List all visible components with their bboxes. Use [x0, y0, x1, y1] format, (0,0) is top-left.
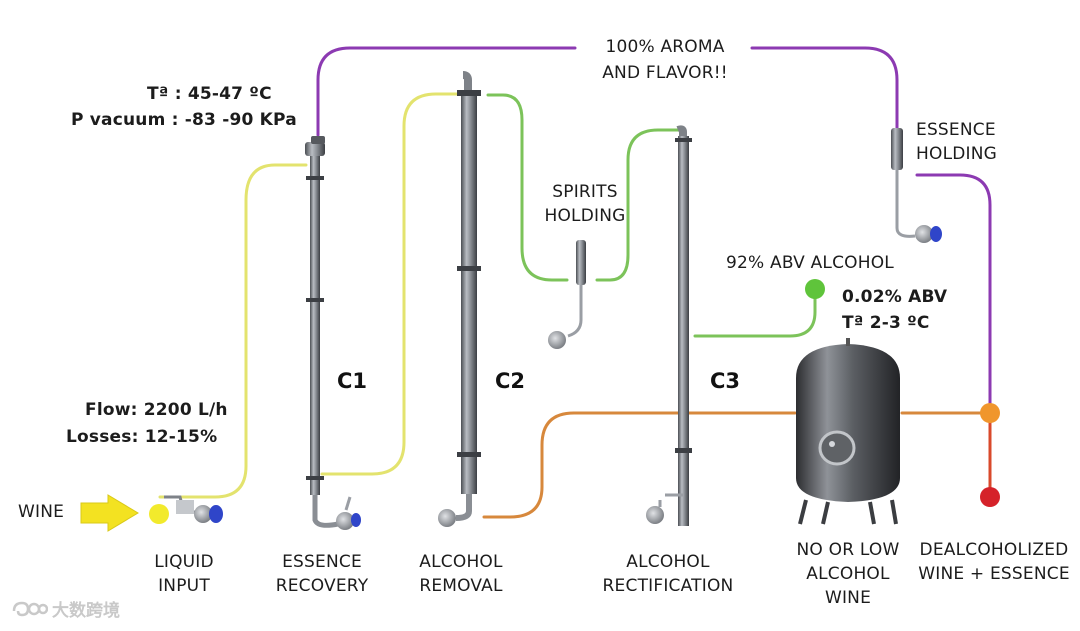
product-output-node: [980, 487, 1000, 507]
alcohol-output-line: [693, 290, 817, 338]
watermark-text: 大数跨境: [52, 601, 120, 621]
essence-holding-line-1: ESSENCE: [916, 120, 996, 140]
stage-line: WINE + ESSENCE: [918, 564, 1070, 584]
aroma-note: 100% AROMA AND FLAVOR!!: [585, 34, 745, 86]
stage-liquid-input: LIQUID INPUT: [124, 550, 244, 598]
spirits-holding-line-1: SPIRITS: [552, 182, 618, 202]
spirits-to-c3-line: [595, 128, 682, 282]
column-c2: [438, 71, 481, 527]
column-c1: [305, 136, 361, 530]
c1-to-c2-line: [320, 92, 462, 476]
column-c3: [646, 125, 692, 526]
stage-line: INPUT: [158, 576, 210, 596]
stage-dealcoholized-output: DEALCOHOLIZED WINE + ESSENCE: [912, 538, 1076, 586]
feed-pump: [164, 495, 223, 523]
product-abv-label: 0.02% ABV: [842, 287, 948, 307]
stage-alcohol-removal: ALCOHOL REMOVAL: [401, 550, 521, 598]
stage-line: ALCOHOL: [419, 552, 503, 572]
spirits-holding-line-2: HOLDING: [544, 206, 626, 226]
wine-input-label: WINE: [18, 502, 65, 522]
essence-to-product-line: [915, 173, 992, 412]
column-c1-label: C1: [337, 369, 368, 393]
alcohol-abv-label: 92% ABV ALCOHOL: [726, 253, 894, 273]
feed-line: [158, 163, 308, 499]
temperature-label: Tª : 45-47 ºC: [147, 84, 272, 104]
flow-rate-label: Flow: 2200 L/h: [85, 400, 228, 420]
essence-holding-label: ESSENCE HOLDING: [916, 118, 997, 166]
pressure-label: P vacuum : -83 -90 KPa: [71, 110, 297, 130]
aroma-note-line-2: AND FLAVOR!!: [602, 63, 728, 83]
c2-to-spirits-line: [486, 93, 569, 282]
stage-line: RECOVERY: [275, 576, 369, 596]
stage-low-alcohol-wine: NO OR LOW ALCOHOL WINE: [783, 538, 913, 610]
aroma-note-line-1: 100% AROMA: [605, 37, 725, 57]
essence-holding-tank: [891, 128, 942, 243]
column-c2-label: C2: [495, 369, 526, 393]
stage-line: RECTIFICATION: [602, 576, 734, 596]
stage-line: REMOVAL: [419, 576, 503, 596]
stage-essence-recovery: ESSENCE RECOVERY: [262, 550, 382, 598]
spirits-holding-label: SPIRITS HOLDING: [530, 180, 640, 228]
feed-node: [149, 504, 169, 524]
stage-line: LIQUID: [154, 552, 214, 572]
mixing-node: [980, 403, 1000, 423]
aroma-line: [316, 46, 899, 137]
stage-line: DEALCOHOLIZED: [919, 540, 1069, 560]
column-c3-label: C3: [710, 369, 741, 393]
product-temperature-label: Tª 2-3 ºC: [842, 313, 930, 333]
watermark-logo-icon: [12, 601, 48, 616]
wine-input-arrow: [80, 494, 139, 532]
watermark: 大数跨境: [10, 596, 120, 621]
stage-alcohol-rectification: ALCOHOL RECTIFICATION: [593, 550, 743, 598]
stage-line: ALCOHOL: [626, 552, 710, 572]
spirits-holding-tank: [548, 240, 586, 349]
stage-line: WINE: [824, 588, 872, 608]
c2-to-wine-line: [482, 411, 797, 519]
losses-label: Losses: 12-15%: [66, 427, 218, 447]
wine-storage-tank: [796, 338, 900, 525]
stage-line: ESSENCE: [282, 552, 362, 572]
essence-holding-line-2: HOLDING: [916, 144, 998, 164]
stage-line: ALCOHOL: [806, 564, 890, 584]
alcohol-output-node: [805, 279, 825, 299]
stage-line: NO OR LOW: [796, 540, 900, 560]
